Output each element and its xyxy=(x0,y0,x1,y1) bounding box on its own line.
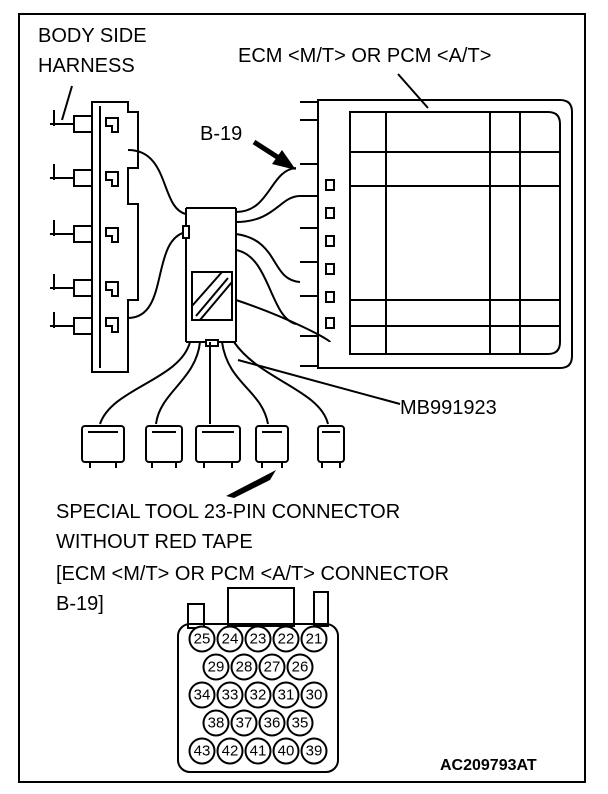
pin-33-label: 33 xyxy=(222,687,239,704)
pin-26-label: 26 xyxy=(292,659,309,676)
pin-36-circle xyxy=(258,709,286,737)
special-tool-label-line3: [ECM <M/T> OR PCM <A/T> CONNECTOR xyxy=(56,563,450,585)
pin-23-circle xyxy=(244,625,272,653)
body-side-harness xyxy=(50,85,139,373)
pin-43-circle xyxy=(188,737,216,765)
body-side-harness-label-line1: BODY SIDE xyxy=(38,25,147,47)
tool-connectors xyxy=(81,425,345,468)
pin-32-circle xyxy=(244,681,272,709)
special-tool-label-line4: B-19] xyxy=(56,593,104,615)
pin-40-label: 40 xyxy=(278,743,295,760)
connector-pins: 25 24 23 22 21 29 28 27 26 34 33 32 31 30 38 37 36 35 43 42… xyxy=(188,625,328,765)
pin-23-label: 23 xyxy=(250,631,267,648)
pin-35-circle xyxy=(286,709,314,737)
connector-face xyxy=(177,587,339,773)
pin-21-circle xyxy=(300,625,328,653)
pin-42-label: 42 xyxy=(222,743,239,760)
tool-harness xyxy=(99,149,401,425)
pin-38-circle xyxy=(202,709,230,737)
pin-28-label: 28 xyxy=(236,659,253,676)
tool-connector-pointer xyxy=(226,470,276,498)
pin-37-label: 37 xyxy=(236,715,253,732)
pin-42-circle xyxy=(216,737,244,765)
pin-27-label: 27 xyxy=(264,659,281,676)
ecm-pcm-label: ECM <M/T> OR PCM <A/T> xyxy=(238,45,492,67)
pin-24-circle xyxy=(216,625,244,653)
pin-28-circle xyxy=(230,653,258,681)
pin-24-label: 24 xyxy=(222,631,239,648)
pin-34-label: 34 xyxy=(194,687,211,704)
pin-31-circle xyxy=(272,681,300,709)
pin-35-label: 35 xyxy=(292,715,309,732)
pin-34-circle xyxy=(188,681,216,709)
pin-43-label: 43 xyxy=(194,743,211,760)
pin-30-label: 30 xyxy=(306,687,323,704)
pin-29-label: 29 xyxy=(208,659,225,676)
pin-39-label: 39 xyxy=(306,743,323,760)
special-tool-label-line1: SPECIAL TOOL 23-PIN CONNECTOR xyxy=(56,501,401,523)
special-tool-label-line2: WITHOUT RED TAPE xyxy=(56,531,253,553)
pin-31-label: 31 xyxy=(278,687,295,704)
figure-border xyxy=(18,13,586,783)
pin-39-circle xyxy=(300,737,328,765)
connector-b19-label: B-19 xyxy=(200,123,243,145)
pin-21-label: 21 xyxy=(306,631,323,648)
tool-part-number-label: MB991923 xyxy=(400,397,497,419)
pin-41-circle xyxy=(244,737,272,765)
pin-33-circle xyxy=(216,681,244,709)
body-side-harness-label-line2: HARNESS xyxy=(38,55,135,77)
pin-36-label: 36 xyxy=(264,715,281,732)
pin-25-label: 25 xyxy=(194,631,211,648)
pin-25-circle xyxy=(188,625,216,653)
pin-41-label: 41 xyxy=(250,743,267,760)
pin-38-label: 38 xyxy=(208,715,225,732)
pin-40-circle xyxy=(272,737,300,765)
b19-arrow xyxy=(252,139,296,170)
pin-32-label: 32 xyxy=(250,687,267,704)
pin-22-circle xyxy=(272,625,300,653)
pin-27-circle xyxy=(258,653,286,681)
ecm-pcm-unit xyxy=(300,73,573,369)
pin-26-circle xyxy=(286,653,314,681)
pin-37-circle xyxy=(230,709,258,737)
figure-code: AC209793AT xyxy=(440,757,537,774)
pin-29-circle xyxy=(202,653,230,681)
pin-22-label: 22 xyxy=(278,631,295,648)
pin-30-circle xyxy=(300,681,328,709)
